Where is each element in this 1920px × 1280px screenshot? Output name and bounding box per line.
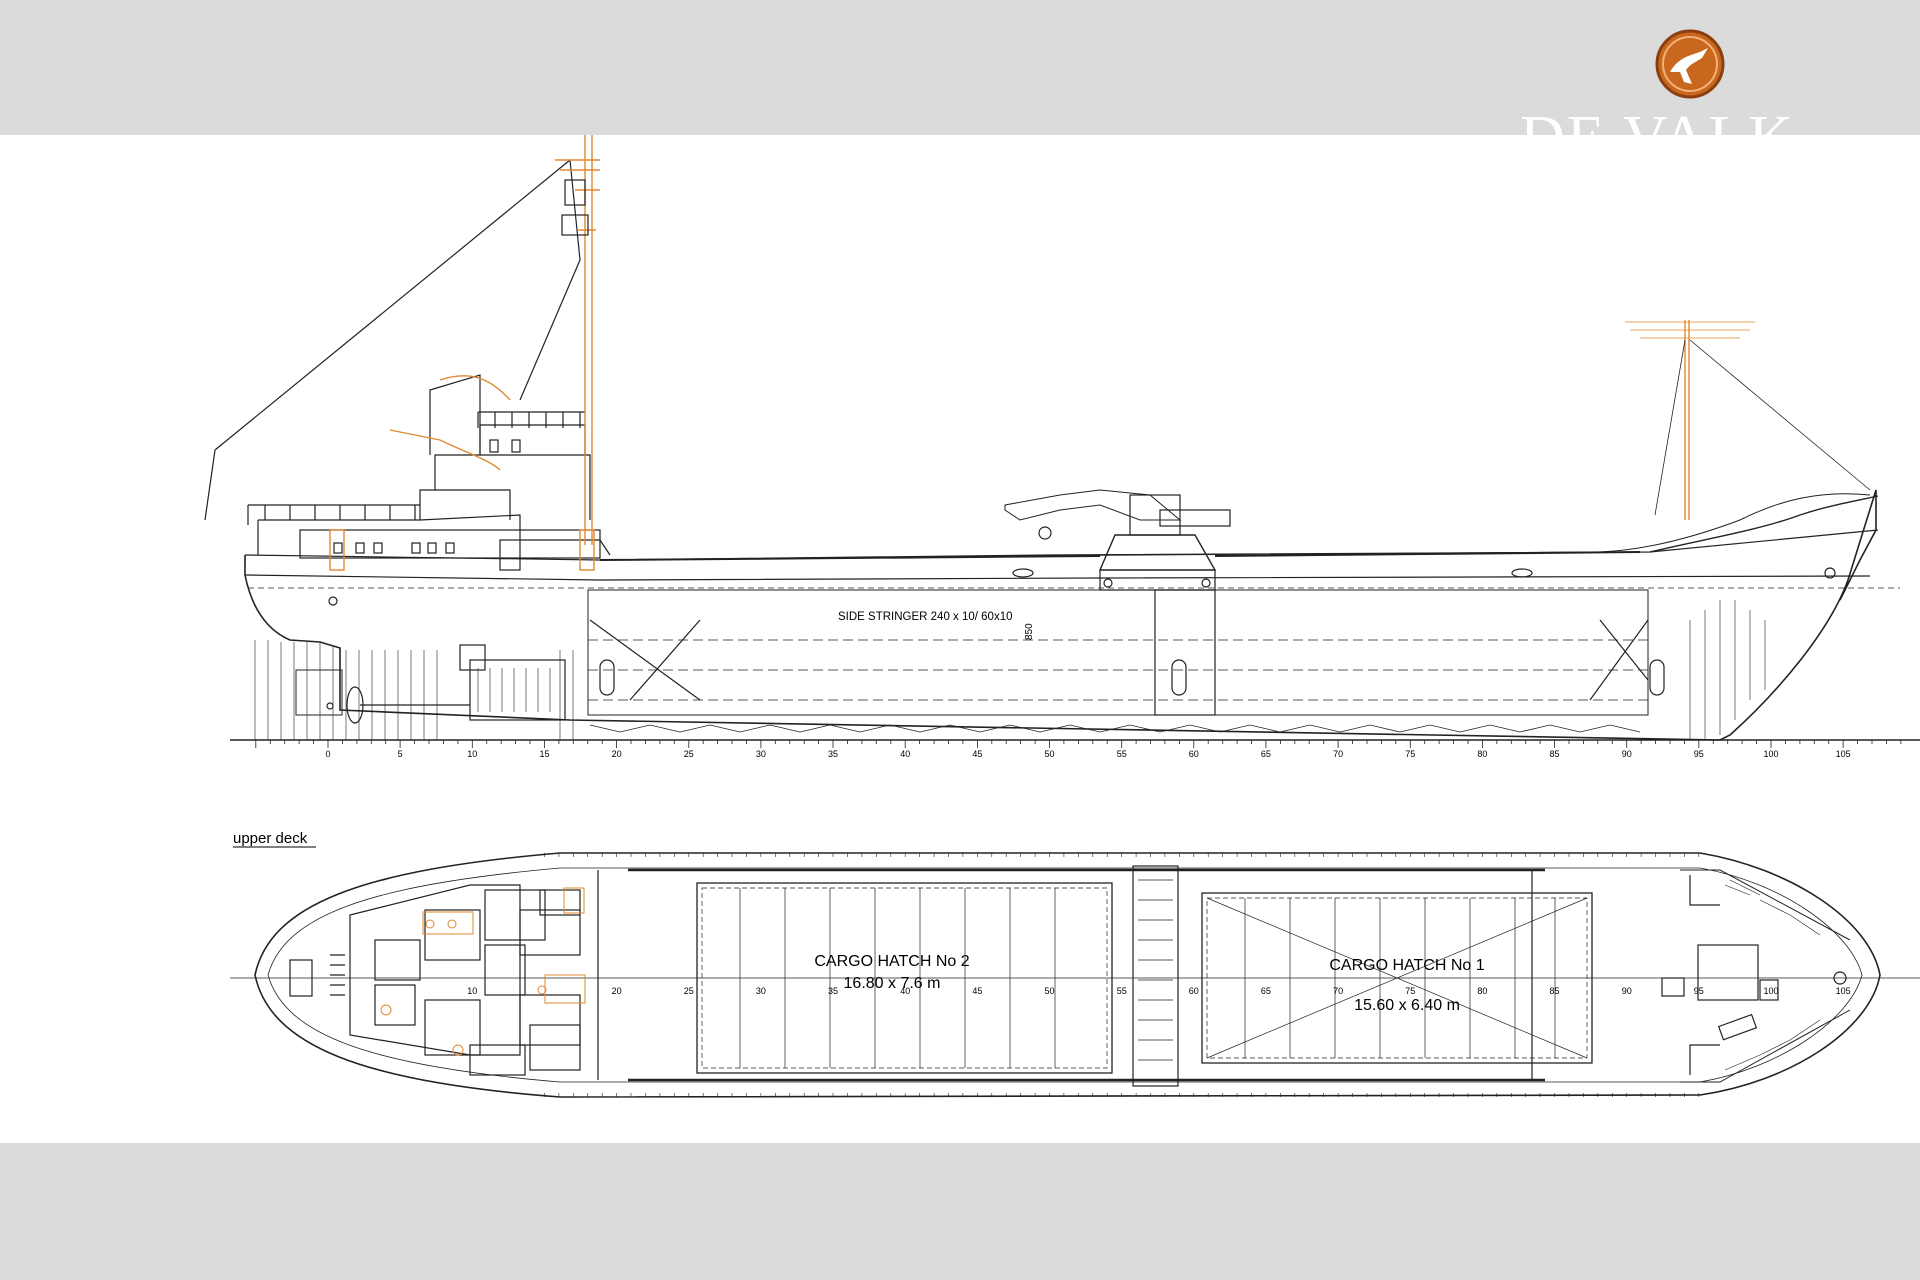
profile-frame-number: 80 [1477,749,1487,759]
plan-frame-number: 55 [1117,986,1127,996]
brand-wordmark: DE VALK [1520,98,1880,135]
hatch2-size: 16.80 x 7.6 m [844,975,941,992]
plan-frame-number: 60 [1189,986,1199,996]
plan-frame-number: 45 [972,986,982,996]
plan-frame-number: 10 [467,986,477,996]
profile-frame-number: 50 [1044,749,1054,759]
plan-frame-numbers: 10 20 25 30 35 40 45 50 55 60 65 70 75 80 85 90 95 100 105 [467,986,1850,996]
profile-frame-number: 75 [1405,749,1415,759]
profile-frame-number: 85 [1549,749,1559,759]
side-stringer-label: SIDE STRINGER 240 x 10/ 60x10 [838,611,1013,623]
plan-hull-outline [254,852,1881,1098]
hull-outline [244,489,1877,741]
profile-frame-number: 95 [1694,749,1704,759]
hatch2-name: CARGO HATCH No 2 [814,953,969,970]
plan-frame-number: 100 [1763,986,1778,996]
profile-frame-number: 25 [684,749,694,759]
profile-frame-number: 40 [900,749,910,759]
plan-frame-number: 85 [1549,986,1559,996]
profile-frame-number: 55 [1117,749,1127,759]
profile-frame-number: 90 [1622,749,1632,759]
profile-frame-number: 70 [1333,749,1343,759]
plan-frame-number: 75 [1405,986,1415,996]
drawing-sheet [0,135,1920,1143]
profile-frame-number: 0 [325,749,330,759]
hatch1-name: CARGO HATCH No 1 [1329,957,1484,974]
profile-frame-number: 60 [1189,749,1199,759]
header-band [0,0,1920,135]
plan-frame-number: 90 [1622,986,1632,996]
de-valk-logo-icon [1655,29,1725,99]
profile-frame-number: 105 [1836,749,1851,759]
plan-frame-number: 50 [1044,986,1054,996]
plan-view [230,852,1920,1098]
plan-frame-number: 25 [684,986,694,996]
profile-frame-number: 30 [756,749,766,759]
plan-frame-number: 30 [756,986,766,996]
profile-frame-number: 10 [467,749,477,759]
plan-frame-number: 35 [828,986,838,996]
plan-frame-number: 70 [1333,986,1343,996]
plan-frame-number: 105 [1836,986,1851,996]
profile-frame-numbers: 0 5 10 15 20 25 30 35 40 45 50 55 60 65 70 75 80 85 90 95 10… [325,749,1850,759]
plan-frame-number: 95 [1694,986,1704,996]
profile-frame-number: 20 [612,749,622,759]
upper-deck-title: upper deck [233,830,308,847]
profile-frame-number: 35 [828,749,838,759]
profile-frame-number: 15 [539,749,549,759]
profile-frame-number: 65 [1261,749,1271,759]
plan-frame-number: 20 [612,986,622,996]
profile-view [204,135,1920,748]
plan-frame-number: 80 [1477,986,1487,996]
plan-frame-number: 65 [1261,986,1271,996]
profile-frame-number: 5 [398,749,403,759]
profile-frame-number: 45 [972,749,982,759]
plan-frame-number: 40 [900,986,910,996]
dimension-850-label: 850 [1024,623,1035,640]
hatch1-size: 15.60 x 6.40 m [1354,997,1460,1014]
footer-band [0,1143,1920,1280]
profile-frame-number: 100 [1763,749,1778,759]
